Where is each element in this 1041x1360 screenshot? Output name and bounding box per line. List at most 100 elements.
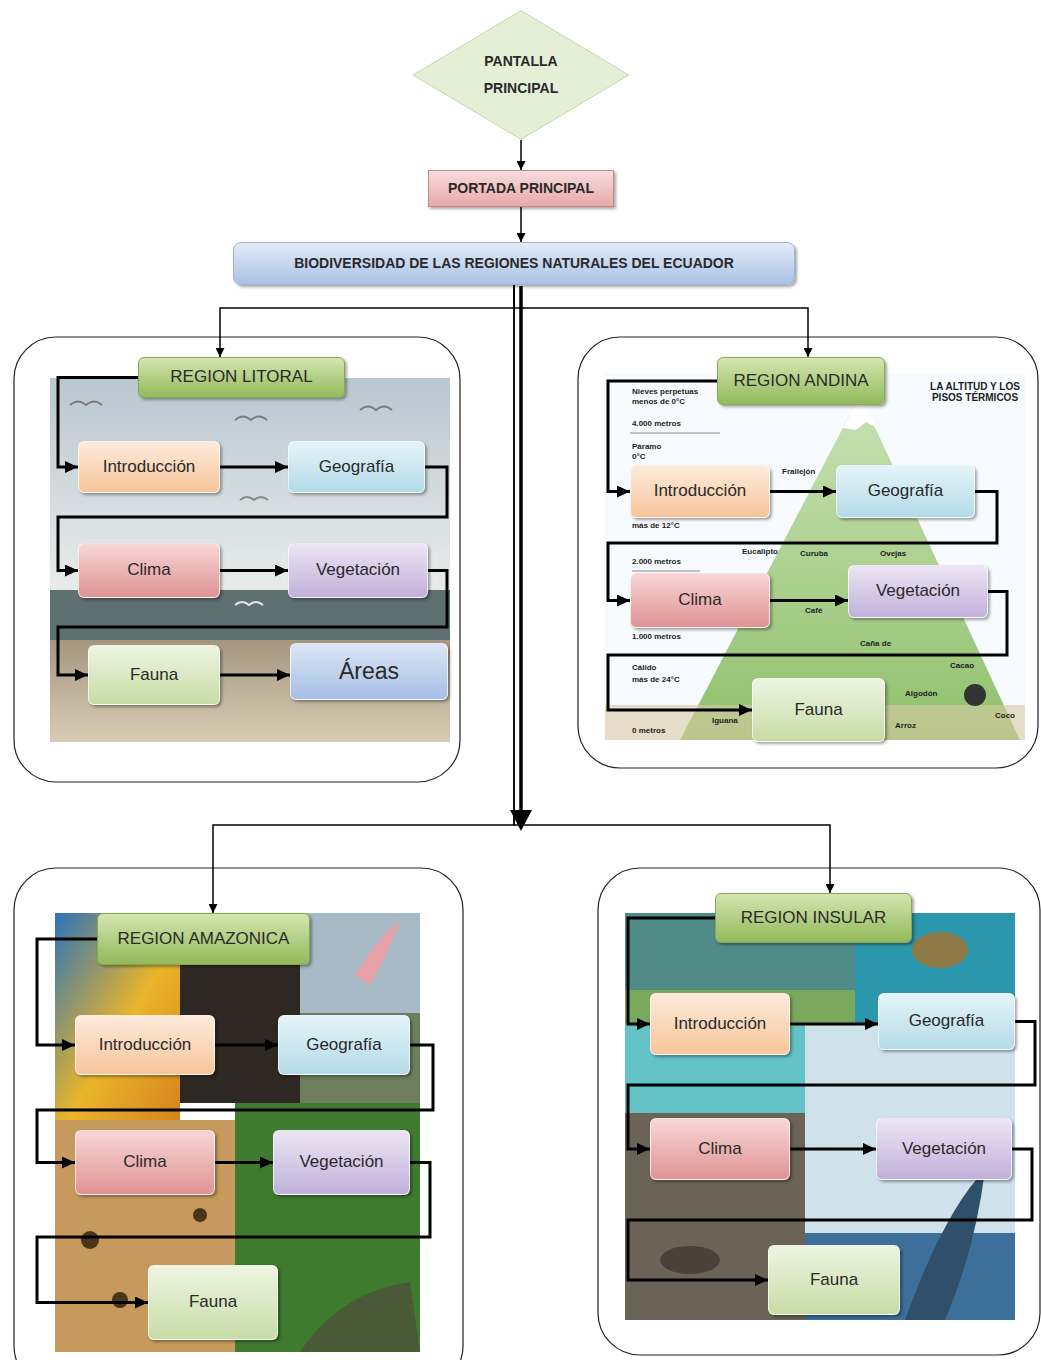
- node-label: Clima: [698, 1139, 741, 1159]
- topic-box: Vegetación: [848, 565, 988, 618]
- connector-arrow: [520, 140, 522, 170]
- topic-box: Introducción: [78, 441, 220, 493]
- illustration-label: Páramo: [632, 443, 661, 451]
- process-box: PORTADA PRINCIPAL: [428, 170, 614, 207]
- node-label: Vegetación: [316, 560, 400, 580]
- topic-box: Vegetación: [273, 1130, 410, 1195]
- connector-arrow: [520, 207, 522, 242]
- trunk-line: [519, 286, 523, 815]
- illustration-label: más de 12°C: [632, 522, 680, 530]
- connector-arrow: [514, 285, 808, 357]
- topic-box: Áreas: [290, 643, 448, 700]
- node-label: Geografía: [319, 457, 395, 477]
- connector-arrow: [790, 1023, 878, 1026]
- region-frame: [14, 868, 463, 1360]
- topic-box: Vegetación: [876, 1118, 1012, 1180]
- illustration-label: 0°C: [632, 453, 645, 461]
- topic-box: Vegetación: [288, 543, 428, 598]
- region-frame: [578, 337, 1038, 768]
- illustration-label: Nieves perpetuas: [632, 388, 698, 396]
- topic-box: Geografía: [288, 441, 425, 493]
- connector-arrow: [770, 490, 836, 493]
- illustration-label: Eucalipto: [742, 548, 778, 556]
- illustration-label: Caña de: [860, 640, 891, 648]
- topic-box: Fauna: [768, 1245, 900, 1315]
- illustration-label: Cálido: [632, 664, 656, 672]
- illustration-label: 1.000 metros: [632, 633, 681, 641]
- illustration-label: Iguana: [712, 717, 738, 725]
- node-label: REGION AMAZONICA: [118, 929, 290, 949]
- node-label: REGION ANDINA: [733, 371, 868, 391]
- node-label: Clima: [678, 590, 721, 610]
- connector-arrow: [220, 674, 290, 677]
- illustration-label: menos de 0°C: [632, 398, 685, 406]
- node-label: Fauna: [794, 700, 842, 720]
- illustration-label: Coco: [995, 712, 1015, 720]
- node-label: Clima: [123, 1152, 166, 1172]
- topic-box: Introducción: [630, 465, 770, 518]
- illustration-label: Frailejón: [782, 468, 815, 476]
- node-label: Introducción: [654, 481, 747, 501]
- illustration-label: 2.000 metros: [632, 558, 681, 566]
- connector-arrow: [220, 466, 288, 469]
- connector-arrow: [220, 285, 514, 357]
- node-label: Clima: [127, 560, 170, 580]
- topic-box: Introducción: [650, 993, 790, 1055]
- node-label: Vegetación: [299, 1152, 383, 1172]
- illustration-label: Café: [805, 607, 822, 615]
- topic-box: Geografía: [878, 993, 1015, 1050]
- node-label: Fauna: [189, 1292, 237, 1312]
- topic-box: Clima: [78, 543, 220, 598]
- litoral-photo: [50, 378, 450, 742]
- region-header: REGION AMAZONICA: [97, 913, 310, 965]
- region-header: REGION ANDINA: [717, 357, 885, 405]
- connector-arrow: [790, 1148, 876, 1151]
- topic-box: Fauna: [88, 645, 220, 705]
- node-label: Vegetación: [902, 1139, 986, 1159]
- node-label: Fauna: [130, 665, 178, 685]
- illustration-title: LA ALTITUD Y LOS PISOS TÉRMICOS: [925, 382, 1025, 403]
- region-header: REGION LITORAL: [138, 357, 345, 398]
- topic-box: Geografía: [278, 1015, 410, 1075]
- topic-box: Fauna: [148, 1265, 278, 1340]
- connector-arrow: [215, 1161, 273, 1164]
- amazonica-photo: [55, 913, 420, 1352]
- connector-arrow: [220, 569, 288, 572]
- illustration-label: Ovejas: [880, 550, 906, 558]
- topic-box: Fauna: [752, 678, 885, 742]
- insular-photo: [625, 913, 1015, 1320]
- connector-arrow: [770, 599, 848, 602]
- illustration-label: 4.000 metros: [632, 420, 681, 428]
- node-label: REGION LITORAL: [170, 367, 312, 387]
- illustration-label: Curuba: [800, 550, 828, 558]
- node-label: Introducción: [103, 457, 196, 477]
- node-label: Introducción: [674, 1014, 767, 1034]
- title-band: BIODIVERSIDAD DE LAS REGIONES NATURALES …: [233, 242, 795, 285]
- decision-diamond: PANTALLA PRINCIPAL: [412, 10, 630, 140]
- node-label: Geografía: [306, 1035, 382, 1055]
- node-label: Geografía: [868, 481, 944, 501]
- illustration-label: Algodón: [905, 690, 937, 698]
- node-label: Fauna: [810, 1270, 858, 1290]
- node-label: PORTADA PRINCIPAL: [448, 180, 594, 197]
- topic-box: Clima: [630, 573, 770, 628]
- topic-box: Introducción: [75, 1015, 215, 1075]
- region-frame: [14, 337, 460, 782]
- topic-box: Clima: [75, 1130, 215, 1195]
- region-header: REGION INSULAR: [715, 893, 912, 943]
- node-label: Vegetación: [876, 581, 960, 601]
- topic-box: Clima: [650, 1118, 790, 1180]
- node-label: PANTALLA PRINCIPAL: [471, 48, 571, 101]
- node-label: Geografía: [909, 1011, 985, 1031]
- node-label: REGION INSULAR: [741, 908, 886, 928]
- node-label: BIODIVERSIDAD DE LAS REGIONES NATURALES …: [294, 255, 734, 272]
- connector-arrow: [215, 1044, 278, 1047]
- node-label: Áreas: [339, 658, 399, 686]
- illustration-label: 0 metros: [632, 727, 665, 735]
- node-label: Introducción: [99, 1035, 192, 1055]
- topic-box: Geografía: [836, 465, 975, 518]
- illustration-label: más de 24°C: [632, 676, 680, 684]
- region-frame: [598, 868, 1040, 1355]
- illustration-label: Cacao: [950, 662, 974, 670]
